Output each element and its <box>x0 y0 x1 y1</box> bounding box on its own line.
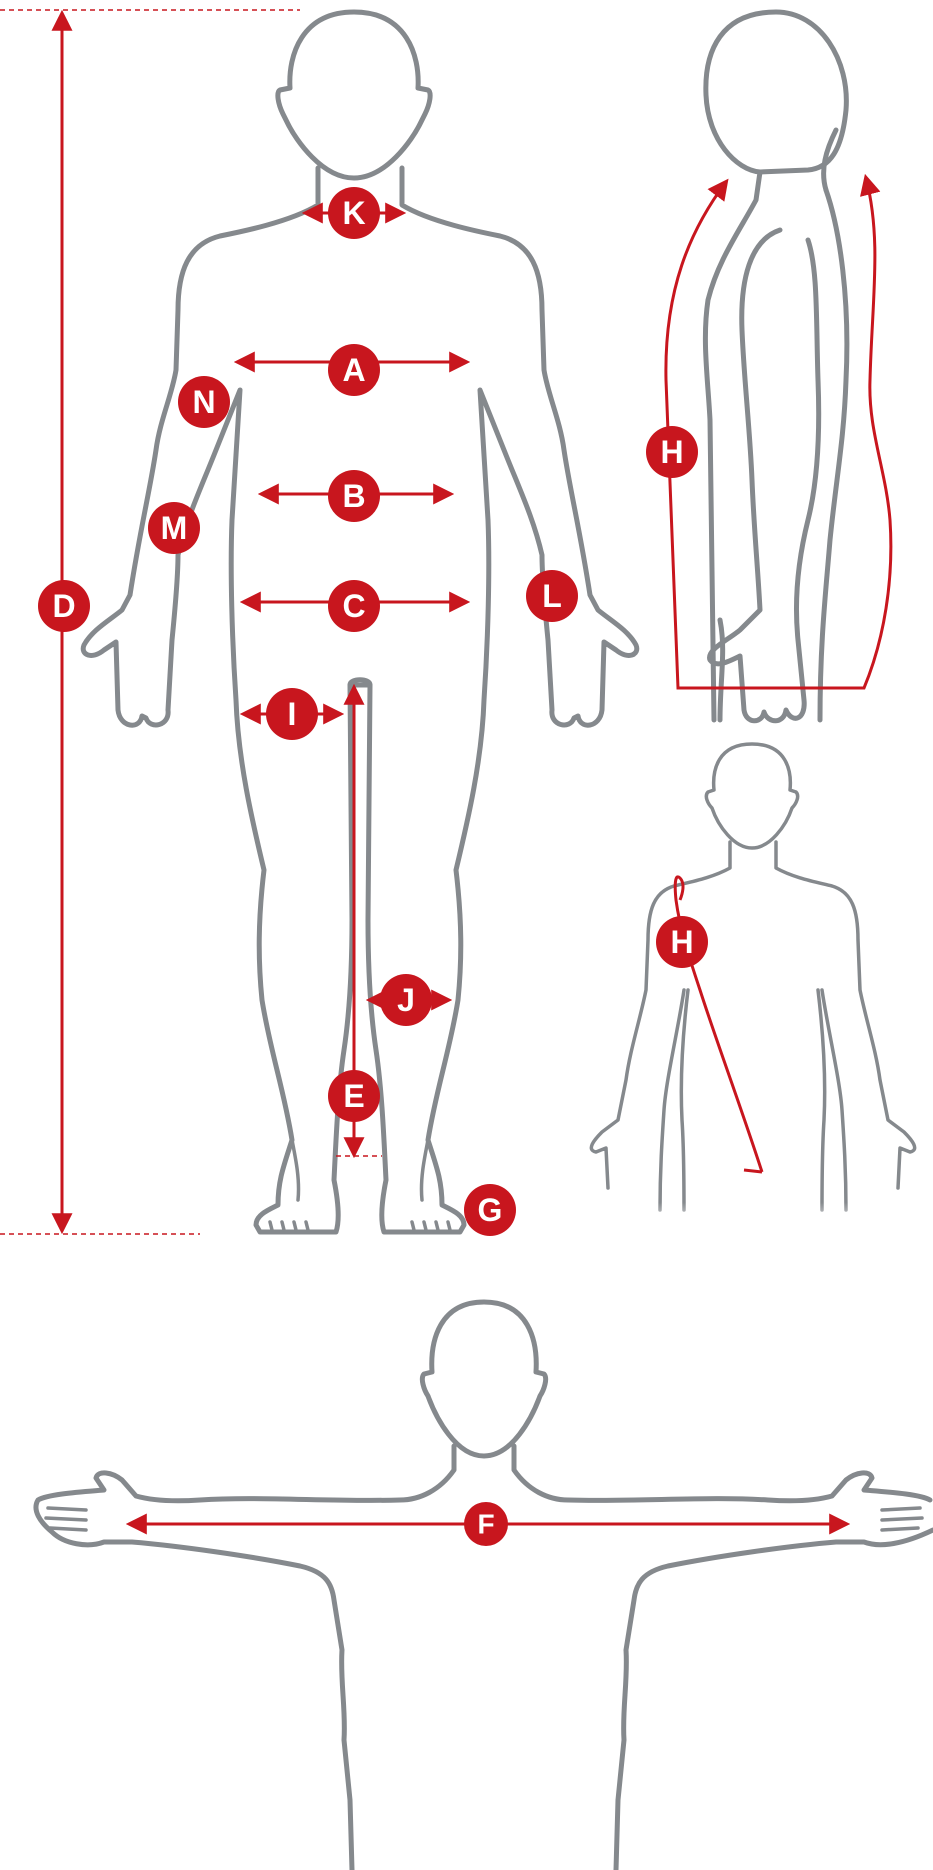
badge-m: M <box>148 502 200 554</box>
badge-d: D <box>38 580 90 632</box>
badge-i: I <box>266 688 318 740</box>
badge-l-label: L <box>542 578 562 614</box>
badge-k-label: K <box>342 195 365 231</box>
badge-f-label: F <box>477 1509 494 1540</box>
badge-g-label: G <box>478 1192 503 1228</box>
badge-d-label: D <box>52 588 75 624</box>
badge-b-label: B <box>342 478 365 514</box>
arms-out-figure <box>36 1302 933 1870</box>
badge-a-label: A <box>342 352 365 388</box>
badge-h-side: H <box>646 426 698 478</box>
measurement-lines-side <box>666 178 891 688</box>
badge-j-label: J <box>397 982 415 1018</box>
badge-m-label: M <box>161 510 188 546</box>
badge-n: N <box>178 376 230 428</box>
badge-e-label: E <box>343 1078 364 1114</box>
badge-b: B <box>328 470 380 522</box>
badge-i-label: I <box>288 696 297 732</box>
badge-n-label: N <box>192 384 215 420</box>
badge-g: G <box>464 1184 516 1236</box>
badge-h-front-label: H <box>670 924 693 960</box>
badge-c: C <box>328 580 380 632</box>
badge-l: L <box>526 570 578 622</box>
badge-e: E <box>328 1070 380 1122</box>
side-body-figure <box>705 12 846 721</box>
badge-j: J <box>380 974 432 1026</box>
badge-f: F <box>464 1502 508 1546</box>
badge-a: A <box>328 344 380 396</box>
badge-c-label: C <box>342 588 365 624</box>
badge-h-side-label: H <box>660 434 683 470</box>
badge-h-front: H <box>656 916 708 968</box>
badge-k: K <box>328 187 380 239</box>
